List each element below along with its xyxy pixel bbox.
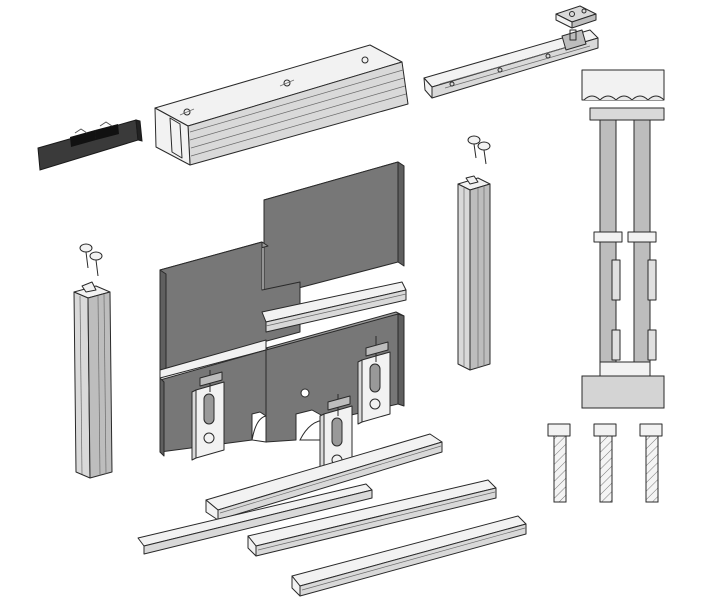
roller-carriage-left — [191, 370, 225, 461]
bottom-track-profile-3 — [291, 515, 527, 597]
top-track-profile — [154, 44, 409, 166]
guide-bracket — [555, 5, 597, 29]
screw-pair-right — [467, 135, 491, 165]
top-guide-rail — [423, 29, 599, 99]
roller-carriage-right — [357, 336, 391, 425]
bottom-track-profile-2 — [247, 479, 497, 557]
screw-pair-left — [79, 243, 103, 277]
transom-profile — [159, 281, 407, 379]
panel-upper — [263, 161, 405, 298]
left-vertical-profile — [73, 281, 113, 479]
right-vertical-profile — [457, 175, 491, 371]
section-profile-details — [547, 423, 663, 503]
section-view — [581, 69, 665, 409]
bottom-track-profile-1 — [137, 433, 443, 555]
dark-felt-strip — [37, 119, 143, 171]
